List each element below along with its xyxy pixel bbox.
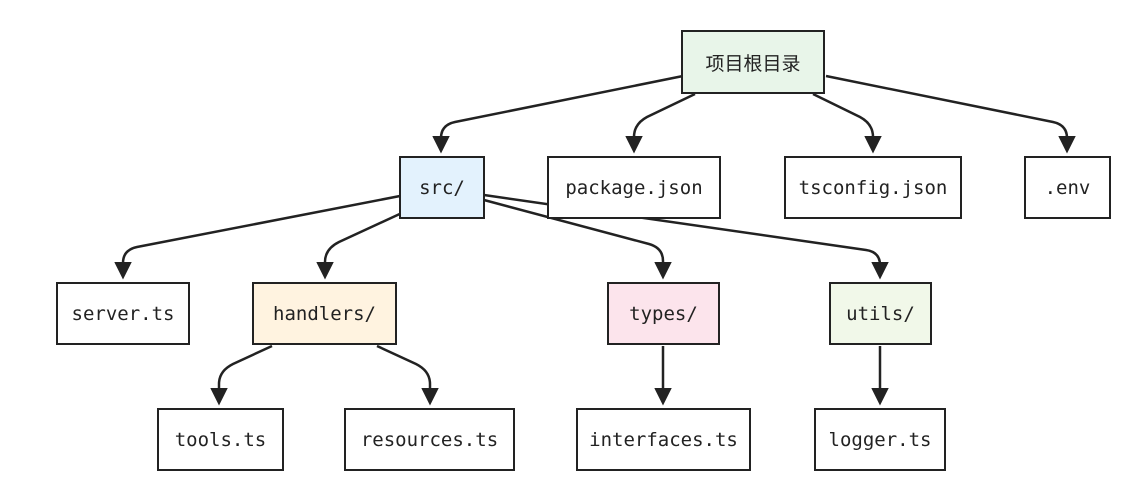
edge-root-package <box>625 92 696 154</box>
node-types-label: types/ <box>629 302 698 325</box>
node-server-ts-label: server.ts <box>71 302 175 325</box>
node-package-json-label: package.json <box>565 176 703 199</box>
edge-root-env <box>825 74 1076 154</box>
node-tools-ts-label: tools.ts <box>174 428 267 451</box>
edge-src-utils <box>483 193 889 280</box>
node-package-json: package.json <box>547 156 721 219</box>
node-root: 项目根目录 <box>681 30 825 94</box>
node-src: src/ <box>399 156 485 219</box>
edge-src-server <box>114 194 401 280</box>
edge-root-src <box>432 74 684 154</box>
edge-src-types <box>483 198 672 280</box>
node-tsconfig-json: tsconfig.json <box>784 156 962 219</box>
node-tsconfig-json-label: tsconfig.json <box>798 176 948 199</box>
node-env-label: .env <box>1044 176 1091 199</box>
node-env: .env <box>1024 156 1111 219</box>
node-tools-ts: tools.ts <box>157 408 284 471</box>
node-resources-ts-label: resources.ts <box>360 428 499 451</box>
edge-root-tsconfig <box>812 92 882 154</box>
edge-src-handlers <box>316 210 405 280</box>
edge-handlers-resources <box>376 344 439 406</box>
node-utils: utils/ <box>829 282 932 345</box>
node-logger-ts: logger.ts <box>814 408 946 471</box>
node-handlers-label: handlers/ <box>273 302 376 325</box>
node-interfaces-ts-label: interfaces.ts <box>589 428 738 451</box>
node-root-label: 项目根目录 <box>705 52 801 75</box>
edge-handlers-tools <box>210 344 273 406</box>
node-types: types/ <box>607 282 720 345</box>
node-handlers: handlers/ <box>252 282 397 345</box>
node-src-label: src/ <box>419 176 465 199</box>
node-utils-label: utils/ <box>846 302 915 325</box>
node-logger-ts-label: logger.ts <box>828 428 932 451</box>
node-interfaces-ts: interfaces.ts <box>576 408 751 471</box>
node-resources-ts: resources.ts <box>344 408 515 471</box>
node-server-ts: server.ts <box>56 282 190 345</box>
